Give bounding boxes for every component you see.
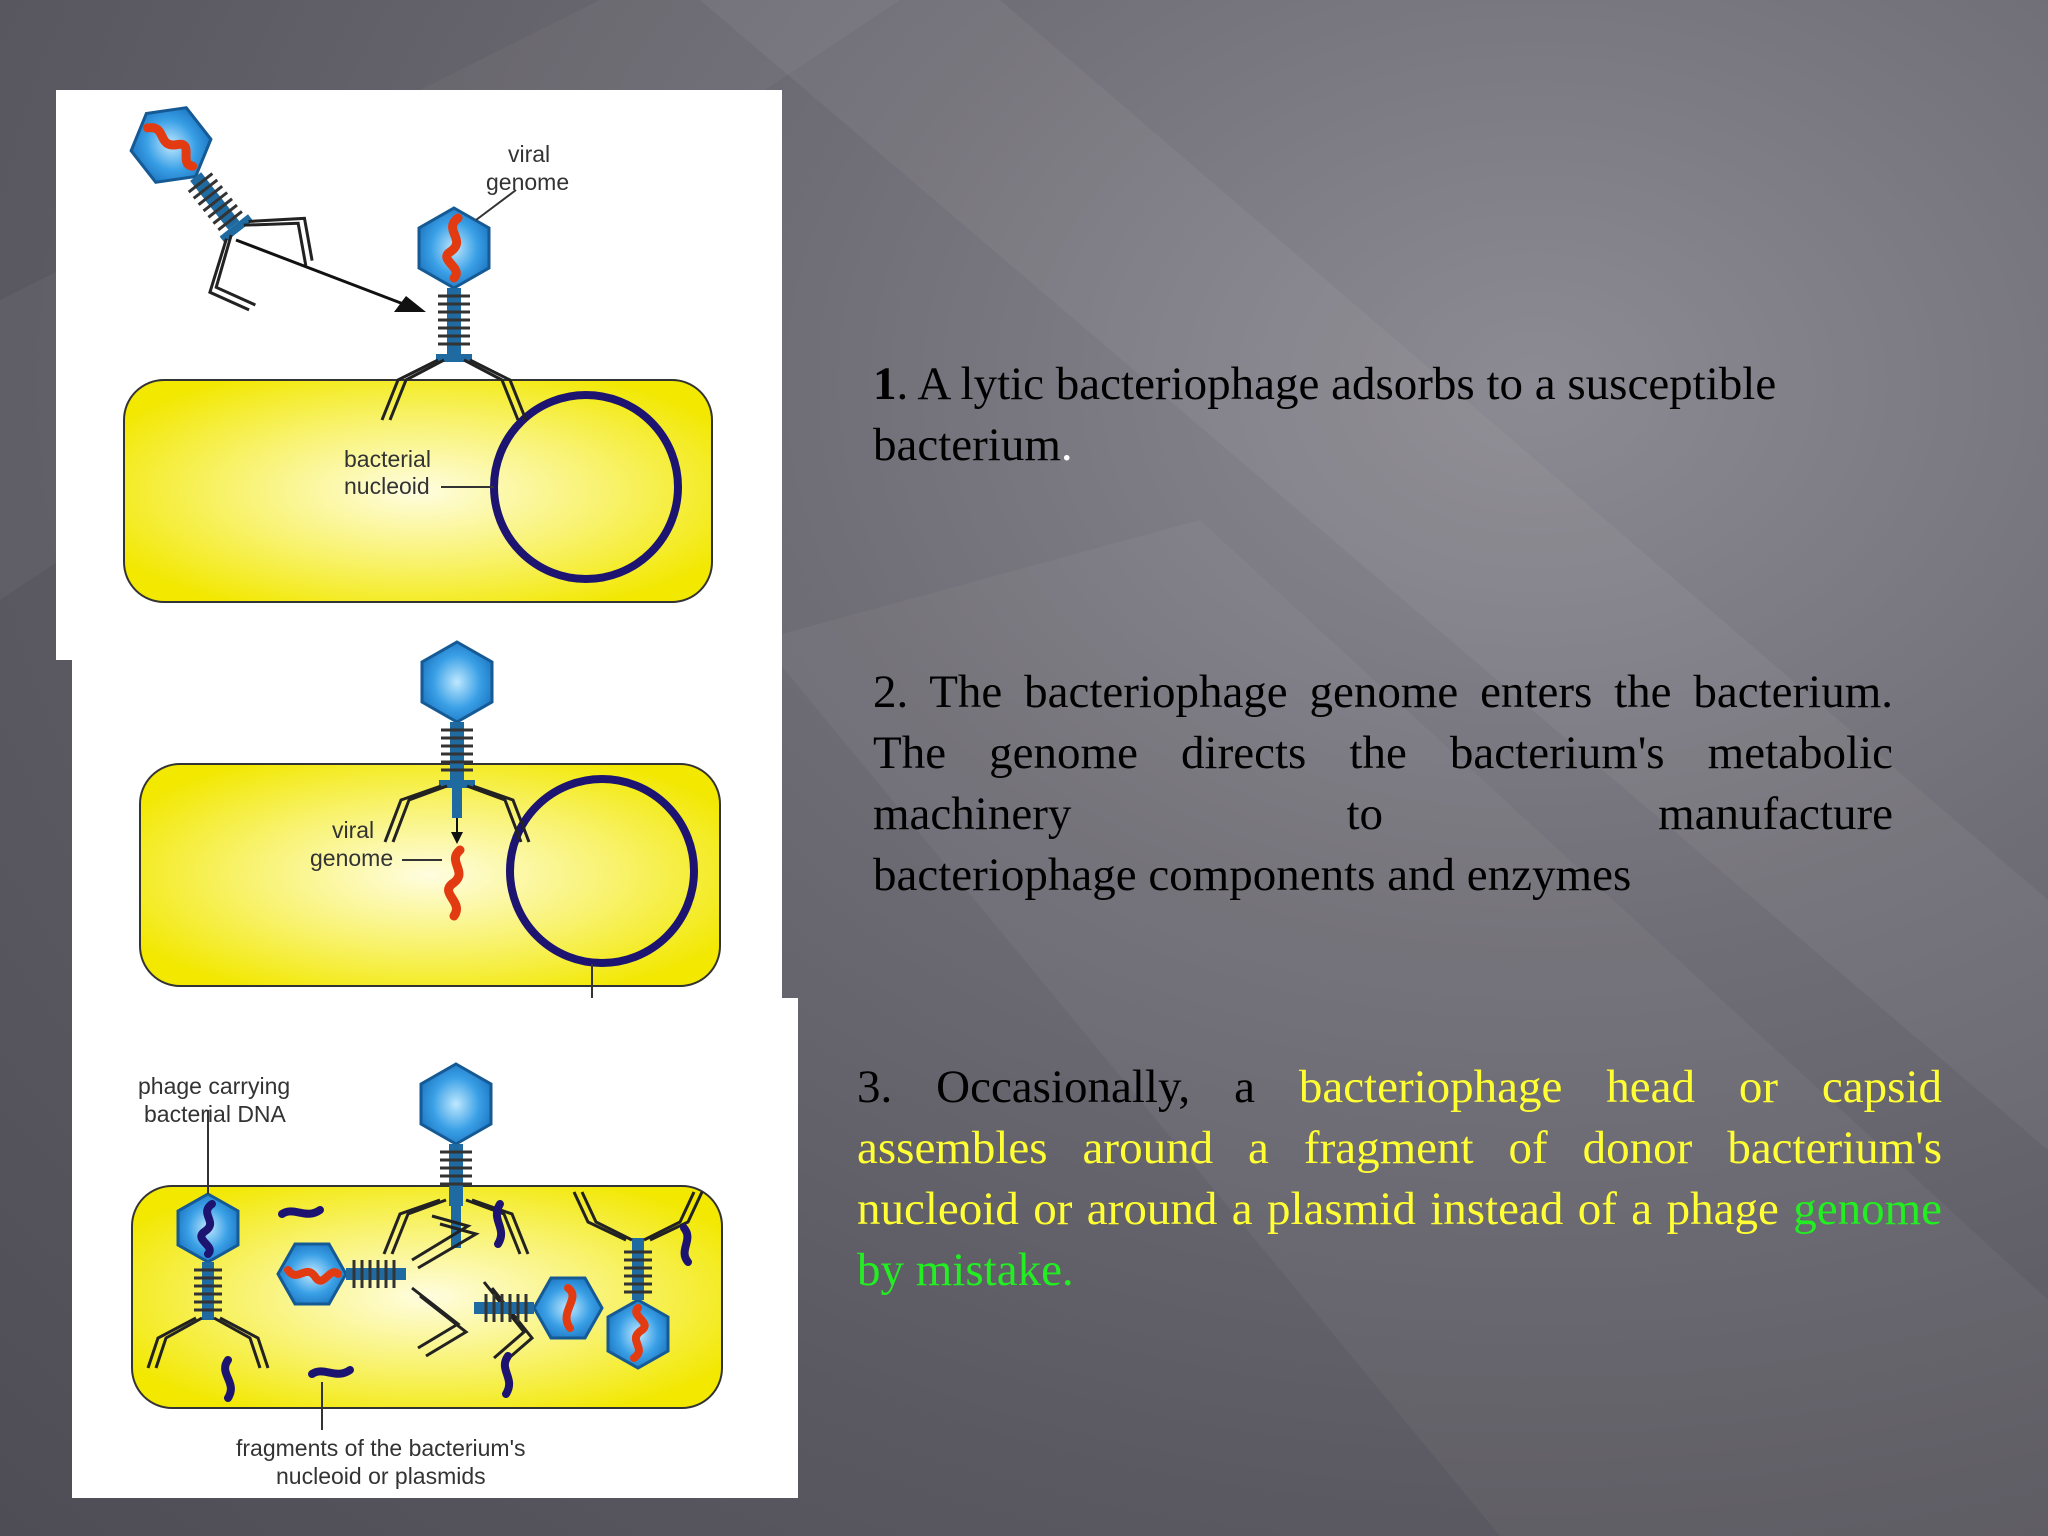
bacterial-cell [139,763,721,987]
new-phage-inverted [572,1191,704,1370]
step-1-number: 1 [873,358,897,410]
step-3-highlight-yellow: bacteriophage head or capsid assembles a… [857,1061,1942,1235]
nucleoid-label-line2: nucleoid [344,473,430,499]
attached-phage [380,206,528,421]
injected-viral-dna [444,845,465,921]
viral-genome-label-line1: viral [332,817,374,843]
diagram-panel-transduction: phage carrying bacterial DNA fragments o… [72,998,798,1498]
viral-genome-label-line2: genome [486,169,569,195]
step-1-text: 1. A lytic bacteriophage adsorbs to a su… [873,354,1893,476]
dna-fragments [221,1200,692,1402]
viral-genome-label-line2: genome [310,845,393,871]
fragments-label-line2: nucleoid or plasmids [276,1463,486,1489]
diagram-panel-genome-entry: viral genome [72,606,782,998]
step-3-highlight-green: genome by mistake. [857,1183,1942,1296]
step-1-body: . A lytic bacteriophage adsorbs to a sus… [873,358,1777,471]
fragments-label-line1: fragments of the bacterium's [236,1435,525,1461]
step-2-body: 2. The bacteriophage genome enters the b… [873,666,1893,840]
phage-label-line2: bacterial DNA [144,1101,287,1127]
step-2-text: 2. The bacteriophage genome enters the b… [873,662,1893,906]
diagram-panel-adsorption: bacterial nucleoid [56,90,782,660]
empty-phage [383,640,531,843]
new-phage-right [474,1276,604,1340]
viral-genome-label-line1: viral [508,141,550,167]
empty-phage [382,1062,530,1255]
phage-label-line1: phage carrying [138,1073,290,1099]
step-1-period: . [1060,419,1073,471]
free-phage [129,106,314,312]
bacterial-nucleoid [506,775,698,967]
step-3-intro: 3. Occasionally, a [857,1061,1299,1113]
step-3-text: 3. Occasionally, a bacteriophage head or… [857,1057,1942,1301]
step-2-last-line: bacteriophage components and enzymes [873,849,1632,901]
bacterial-cell [131,1185,723,1409]
new-phage-left [276,1242,406,1306]
nucleoid-label-line1: bacterial [344,446,431,472]
transducing-phage [146,1192,270,1369]
bacterial-cell [123,379,713,603]
